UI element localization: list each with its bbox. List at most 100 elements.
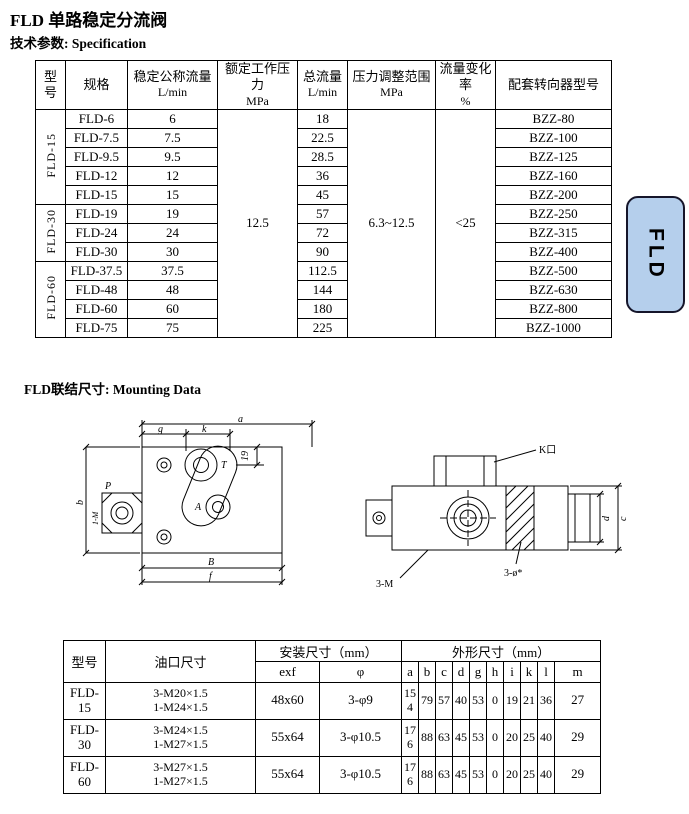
spec-cell-steering: BZZ-315 (495, 222, 612, 243)
spec-cell-steering: BZZ-125 (495, 146, 612, 167)
col-header-c: c (435, 661, 454, 683)
col-header-g: g (469, 661, 488, 683)
spec-cell-total: 180 (297, 298, 348, 319)
dim-label-B: B (208, 557, 214, 568)
cell-k: 21 (520, 682, 539, 720)
port-label-t: T (221, 460, 228, 471)
cell-l: 40 (537, 755, 556, 794)
spec-cell-flow: 12 (127, 165, 218, 186)
col-header-a: a (401, 661, 420, 683)
spec-row: FLD-30 30 90 BZZ-400 (36, 241, 612, 262)
model-group-label: FLD-30 (43, 208, 58, 254)
cell-i: 20 (503, 755, 522, 794)
cell-l: 40 (537, 718, 556, 757)
header-text: 压力调整范围 (352, 69, 431, 85)
spec-cell-steering: BZZ-630 (495, 279, 612, 300)
spec-cell-flow: 9.5 (127, 146, 218, 167)
cell-phi: 3-φ10.5 (318, 718, 403, 757)
spec-cell-steering: BZZ-800 (495, 298, 612, 319)
spec-cell-flow: 7.5 (127, 127, 218, 148)
spec-cell-total: 225 (297, 317, 348, 338)
spec-cell-flow: 75 (127, 317, 218, 338)
dim-label-b: b (76, 500, 86, 505)
spec-cell-flow: 60 (127, 298, 218, 319)
port-label-a: A (194, 502, 202, 513)
spec-cell-size: FLD-7.5 (65, 127, 128, 148)
spec-row: FLD-48 48 144 BZZ-630 (36, 279, 612, 300)
spec-row: FLD-15 FLD-6 6 12.5 18 6.3~12.5 <25 BZZ-… (35, 108, 612, 338)
header-unit: MPa (246, 93, 269, 108)
cell-a: 176 (401, 718, 420, 757)
header-text: 流量变化率 (439, 61, 492, 93)
col-header-model: 型号 (35, 60, 66, 110)
port-label-p: P (104, 481, 111, 492)
spec-cell-size: FLD-48 (65, 279, 128, 300)
spec-cell-total: 144 (297, 279, 348, 300)
col-header-nominal-flow: 稳定公称流量 L/min (127, 60, 218, 110)
col-header-m: m (554, 661, 602, 683)
col-header-size: 规格 (65, 60, 128, 110)
cell-m: 29 (554, 718, 602, 757)
cell-a: 154 (401, 682, 420, 720)
col-header-oil-port: 油口尺寸 (105, 640, 256, 683)
col-header-exf: exf (255, 661, 320, 683)
spec-cell-pressure-range: 6.3~12.5 (347, 108, 436, 338)
col-header-flow-variation: 流量变化率 % (435, 60, 496, 110)
spec-cell-flow-variation: <25 (435, 108, 496, 338)
mounting-section-heading: FLD联结尺寸: Mounting Data (24, 382, 202, 397)
col-header-install-dims: 安装尺寸（mm） (254, 640, 403, 662)
holes-label-3phi: 3-ø* (504, 568, 522, 579)
front-view-geometry (82, 420, 316, 586)
cell-c: 63 (435, 755, 454, 794)
spec-row: FLD-30 FLD-19 19 57 BZZ-250 (35, 203, 612, 262)
cell-k: 25 (520, 755, 539, 794)
cell-phi: 3-φ10.5 (318, 755, 403, 794)
cell-h: 0 (486, 718, 505, 757)
thread-label-1m: 1-M (91, 510, 100, 525)
valve-side-view-drawing: K口 3-M 3-ø* c d (365, 445, 629, 590)
page-title: FLD 单路稳定分流阀 (10, 11, 168, 30)
mounting-table: 型号 油口尺寸 安装尺寸（mm） 外形尺寸（mm） exf φ a b c d … (63, 640, 602, 794)
spec-cell-total: 22.5 (297, 127, 348, 148)
spec-cell-total: 45 (297, 184, 348, 205)
col-header-phi: φ (318, 661, 403, 683)
col-header-d: d (452, 661, 471, 683)
col-header-k: k (520, 661, 539, 683)
spec-cell-flow: 19 (127, 203, 218, 224)
model-group-fld60: FLD-60 (35, 260, 66, 338)
fld-tab-label: FLD (644, 228, 668, 281)
cell-exf: 55x64 (255, 755, 320, 794)
side-view-geometry (365, 449, 622, 579)
cell-model: FLD-30 (63, 718, 106, 757)
dim-label-g: g (158, 424, 163, 435)
cell-g: 53 (469, 755, 488, 794)
spec-cell-flow: 37.5 (127, 260, 218, 281)
spec-cell-flow: 6 (127, 108, 218, 129)
spec-cell-size: FLD-19 (65, 203, 128, 224)
col-header-pressure-range: 压力调整范围 MPa (347, 60, 436, 110)
spec-table: 型号 规格 稳定公称流量 L/min 额定工作压力 MPa 总流量 L/min … (35, 60, 612, 338)
cell-oil-port: 3-M24×1.5 1-M27×1.5 (105, 718, 256, 757)
model-group-fld30: FLD-30 (35, 203, 66, 262)
spec-cell-flow: 30 (127, 241, 218, 262)
header-unit: L/min (157, 85, 188, 100)
col-header-steering-model: 配套转向器型号 (495, 60, 612, 110)
cell-b: 88 (418, 718, 437, 757)
col-header-model: 型号 (63, 640, 106, 683)
model-group-label: FLD-15 (43, 132, 58, 178)
cell-model: FLD-60 (63, 755, 106, 794)
dim-label-c: c (618, 516, 629, 521)
cell-b: 79 (418, 682, 437, 720)
dim-label-k: k (202, 424, 207, 435)
spec-cell-total: 90 (297, 241, 348, 262)
cell-exf: 48x60 (255, 682, 320, 720)
spec-cell-size: FLD-6 (65, 108, 128, 129)
cell-i: 19 (503, 682, 522, 720)
cell-l: 36 (537, 682, 556, 720)
model-group-label: FLD-60 (43, 275, 58, 321)
port-label-k: K口 (539, 445, 556, 456)
cell-h: 0 (486, 755, 505, 794)
cell-exf: 55x64 (255, 718, 320, 757)
spec-row: FLD-7.5 7.5 22.5 BZZ-100 (36, 127, 612, 148)
